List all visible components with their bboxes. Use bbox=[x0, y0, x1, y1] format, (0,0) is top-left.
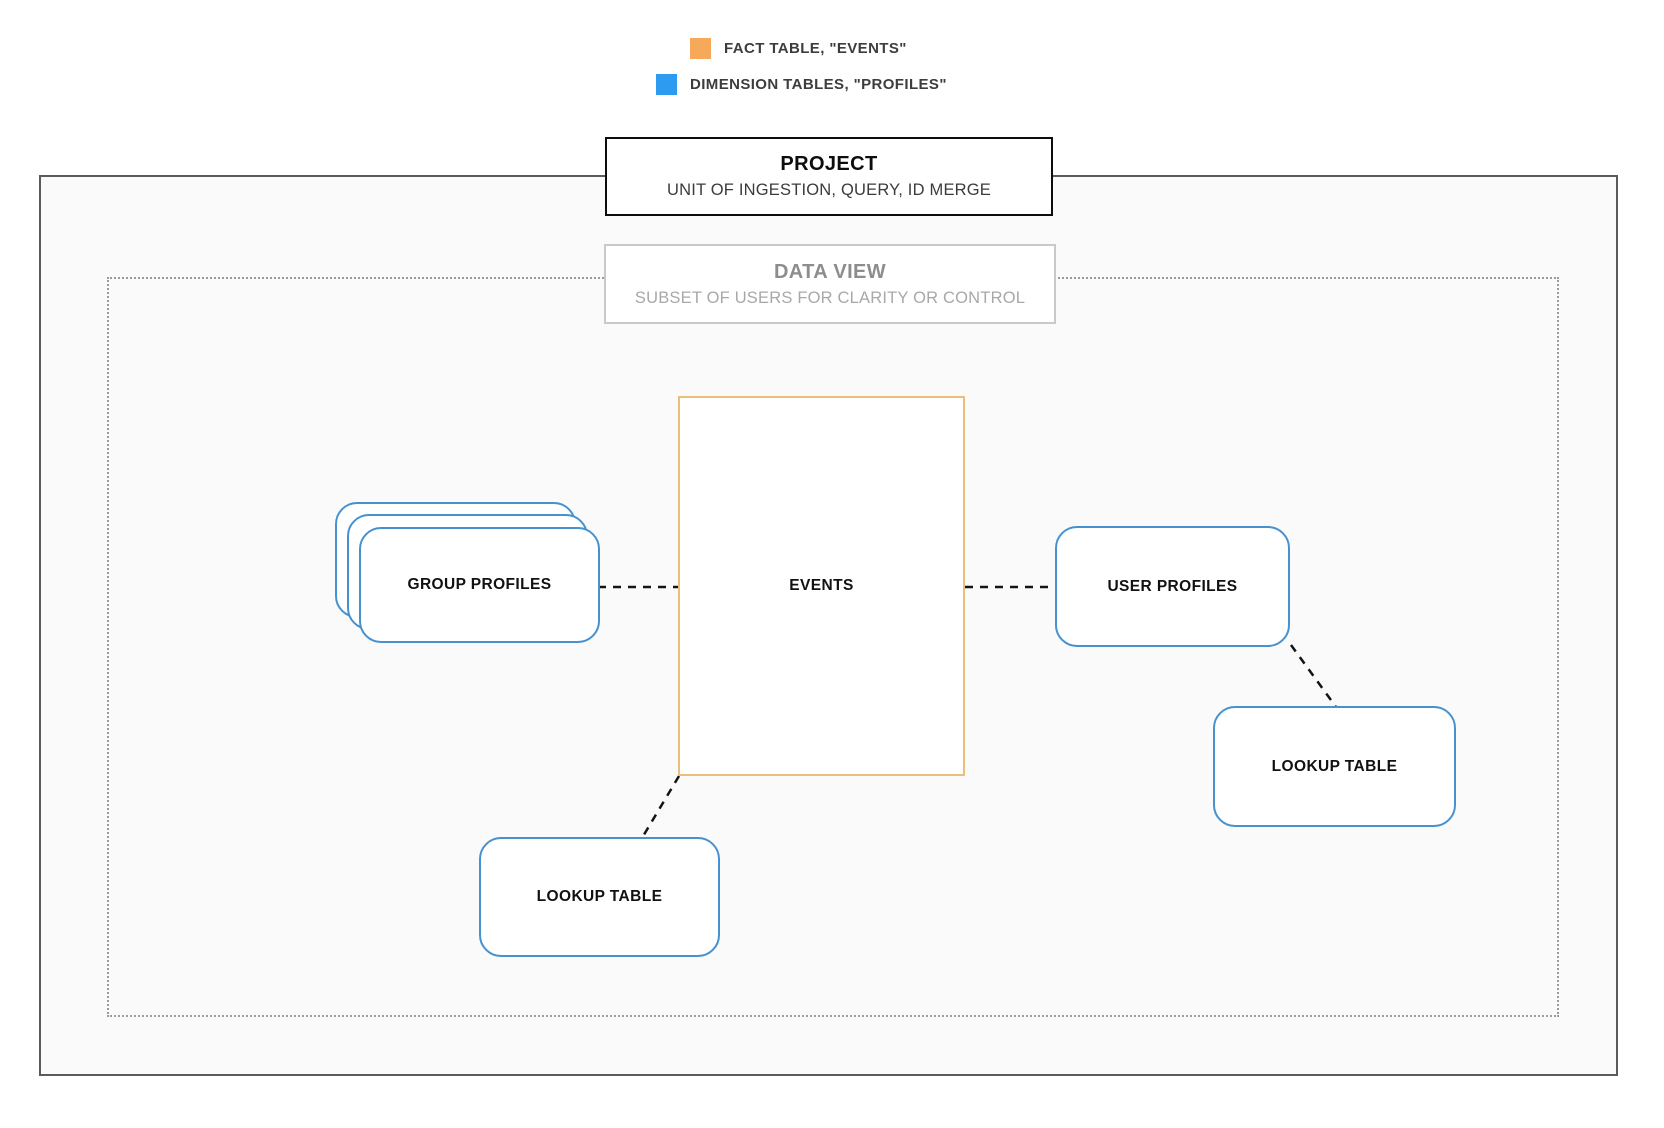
node-group-profiles-label: GROUP PROFILES bbox=[407, 576, 552, 593]
node-user-profiles-label: USER PROFILES bbox=[1107, 577, 1238, 595]
legend-item-fact-table: FACT TABLE, "EVENTS" bbox=[690, 37, 907, 59]
legend-label-fact-table: FACT TABLE, "EVENTS" bbox=[724, 39, 907, 57]
data-view-title-box: DATA VIEW SUBSET OF USERS FOR CLARITY OR… bbox=[604, 244, 1056, 324]
legend-item-dimension-tables: DIMENSION TABLES, "PROFILES" bbox=[656, 73, 947, 95]
project-title: PROJECT bbox=[780, 153, 878, 175]
data-view-subtitle: SUBSET OF USERS FOR CLARITY OR CONTROL bbox=[634, 288, 1026, 307]
node-group-profiles: GROUP PROFILES bbox=[335, 502, 601, 644]
node-lookup-table-bottom-label: LOOKUP TABLE bbox=[536, 888, 663, 905]
project-subtitle: UNIT OF INGESTION, QUERY, ID MERGE bbox=[666, 181, 991, 199]
node-events: EVENTS bbox=[678, 396, 965, 776]
node-lookup-table-right-label: LOOKUP TABLE bbox=[1271, 757, 1398, 775]
fact-table-swatch-icon bbox=[690, 37, 711, 59]
node-user-profiles: USER PROFILES bbox=[1055, 526, 1290, 647]
data-view-title: DATA VIEW bbox=[773, 260, 887, 283]
node-lookup-table-right: LOOKUP TABLE bbox=[1213, 706, 1456, 827]
legend-label-dimension-tables: DIMENSION TABLES, "PROFILES" bbox=[690, 75, 947, 93]
dimension-tables-swatch-icon bbox=[656, 73, 677, 95]
node-events-label: EVENTS bbox=[789, 577, 854, 594]
node-lookup-table-bottom: LOOKUP TABLE bbox=[479, 837, 720, 957]
group-profiles-stack-layer-front: GROUP PROFILES bbox=[359, 527, 600, 643]
project-title-box: PROJECT UNIT OF INGESTION, QUERY, ID MER… bbox=[605, 137, 1053, 216]
